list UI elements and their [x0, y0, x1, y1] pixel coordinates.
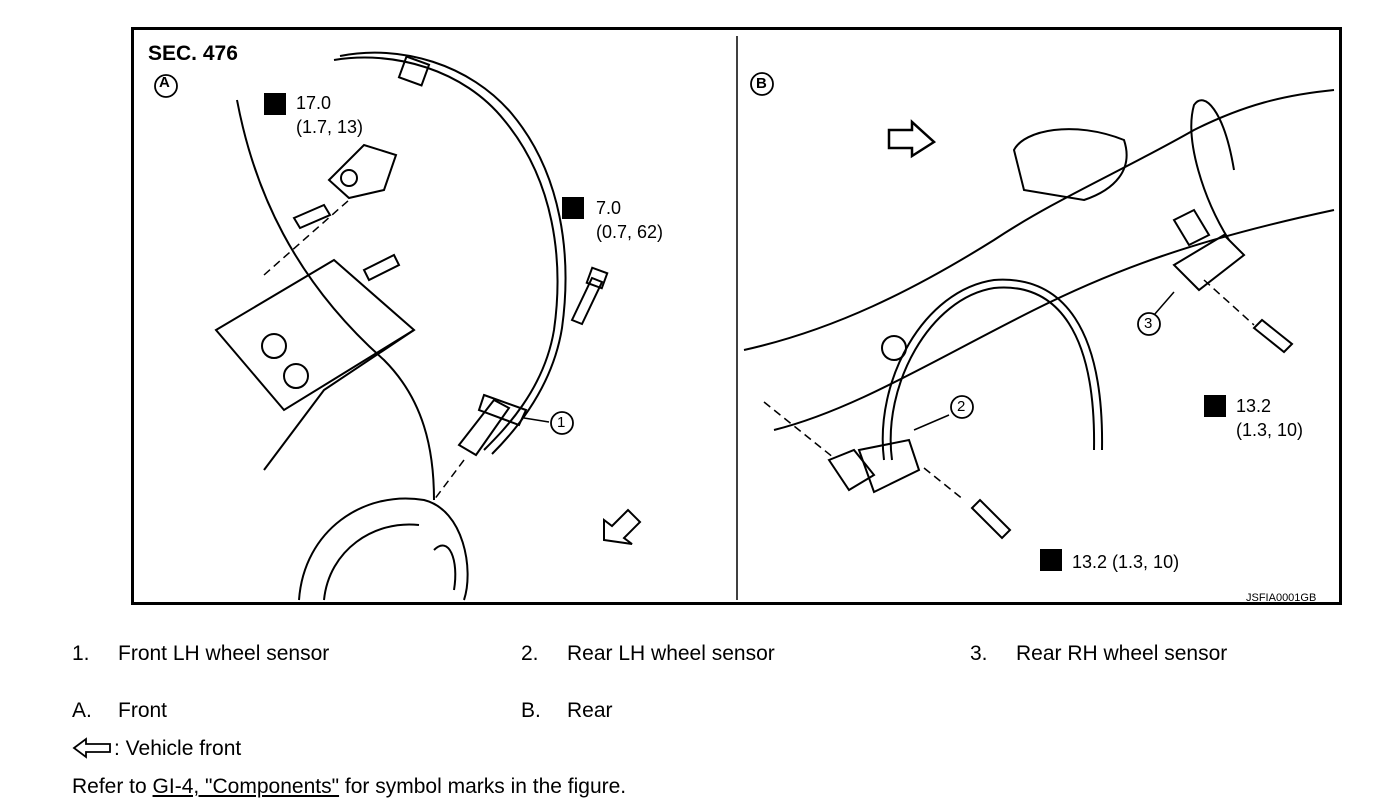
component-figure: SEC. 476 A 17.0 (1.7, 13) 7.0 (0.7, 62) … — [131, 27, 1342, 605]
callout-2-circle — [950, 395, 974, 419]
legend-item-2: 2. Rear LH wheel sensor — [521, 642, 775, 666]
legend-item-label: Front LH wheel sensor — [118, 642, 330, 665]
legend-item-label: Rear LH wheel sensor — [567, 642, 775, 665]
vehicle-front-text: : Vehicle front — [114, 737, 242, 760]
torque-b2-value: 13.2 (1.3, 10) — [1072, 552, 1180, 572]
knuckle — [298, 497, 469, 601]
legend-item-label: Rear RH wheel sensor — [1016, 642, 1228, 665]
rear-harness-rh — [1190, 99, 1235, 241]
legend-item-3: 3. Rear RH wheel sensor — [970, 642, 1227, 666]
torque-b1-alt: (1.3, 10) — [1236, 420, 1304, 440]
section-number: SEC. 476 — [148, 42, 238, 65]
bracket-bolt-2 — [283, 363, 309, 389]
legend-view-label: Rear — [567, 699, 613, 722]
callout-1-circle — [550, 411, 574, 435]
callout-3-label: 3 — [1144, 315, 1153, 332]
refer-prefix: Refer to — [72, 775, 153, 798]
legend-view-number: B. — [521, 699, 541, 722]
bracket-plate — [214, 258, 416, 412]
torque-a2-alt: (0.7, 62) — [596, 222, 664, 242]
legend-item-number: 3. — [970, 642, 988, 665]
view-b-label: B — [756, 75, 767, 92]
bracket-bolt-1 — [261, 333, 287, 359]
figure-code: JSFIA0001GB — [1246, 592, 1317, 604]
front-direction-arrow — [603, 508, 642, 545]
legend-view-a: A. Front — [72, 699, 167, 723]
torque-icon-b2 — [1040, 549, 1062, 571]
legend-item-number: 1. — [72, 642, 90, 665]
legend-item-number: 2. — [521, 642, 539, 665]
rear-rh-sensor — [1172, 208, 1211, 247]
strut-line — [236, 99, 435, 501]
rear-rh-bolt — [1252, 318, 1294, 354]
front-harness — [333, 56, 559, 451]
legend-view-number: A. — [72, 699, 92, 722]
components-link[interactable]: GI-4, "Components" — [152, 775, 340, 798]
torque-a1-alt: (1.7, 13) — [296, 117, 364, 137]
refer-suffix: for symbol marks in the figure. — [339, 775, 627, 798]
torque-icon-a2 — [562, 197, 584, 219]
front-harness-outer — [339, 51, 567, 455]
rear-lh-bolt — [970, 498, 1012, 540]
harness-clip — [397, 55, 431, 87]
callout-2-label: 2 — [957, 398, 966, 415]
upper-bracket — [327, 143, 398, 200]
arrow-left-icon — [72, 737, 111, 759]
torque-icon-b1 — [1204, 395, 1226, 417]
torque-a2-value: 7.0 — [596, 198, 622, 218]
rear-axle-top — [743, 89, 1335, 351]
callout-1-label: 1 — [557, 414, 566, 431]
front-sensor-body — [457, 398, 511, 457]
view-a-label: A — [159, 74, 170, 91]
view-a-circle — [154, 74, 178, 98]
rear-harness-lh — [881, 278, 1104, 461]
legend-item-1: 1. Front LH wheel sensor — [72, 642, 329, 666]
front-sensor-flange — [477, 393, 528, 427]
rear-housing — [1012, 128, 1128, 202]
legend-view-b: B. Rear — [521, 699, 613, 723]
sensor-bolt — [570, 276, 604, 326]
view-b-circle — [750, 72, 774, 96]
legend-view-label: Front — [118, 699, 168, 722]
torque-icon-a1 — [264, 93, 286, 115]
upper-bolt — [292, 203, 332, 230]
vehicle-front-note: : Vehicle front — [72, 737, 241, 761]
callout-3-circle — [1137, 312, 1161, 336]
refer-note: Refer to GI-4, "Components" for symbol m… — [72, 775, 626, 799]
vehicle-front-arrow — [887, 119, 937, 159]
torque-a1-value: 17.0 — [296, 93, 332, 113]
rear-lh-sensor — [827, 448, 876, 492]
torque-b1-value: 13.2 — [1236, 396, 1272, 416]
figure-drawing — [154, 36, 1335, 601]
